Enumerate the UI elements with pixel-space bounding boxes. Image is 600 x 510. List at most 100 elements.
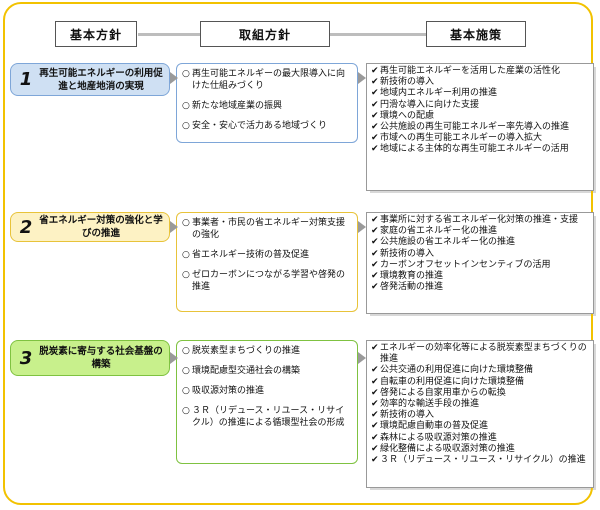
checkmark-icon: ✔ xyxy=(371,259,379,270)
approach-item: ○吸収源対策の推進 xyxy=(182,385,352,397)
measure-item: ✔事業所に対する省エネルギー化対策の推進・支援 xyxy=(371,215,589,226)
checkmark-icon: ✔ xyxy=(371,421,379,432)
checkmark-icon: ✔ xyxy=(371,215,379,225)
circle-bullet-icon: ○ xyxy=(182,346,190,356)
approach-box-2: ○事業者・市民の省エネルギー対策支援の強化 ○省エネルギー技術の普及促進 ○ゼロ… xyxy=(176,212,358,312)
measure-item: ✔円滑な導入に向けた支援 xyxy=(371,100,589,111)
measure-item: ✔エネルギーの効率化等による脱炭素型まちづくりの推進 xyxy=(371,343,589,365)
measure-item: ✔市域への再生可能エネルギーの導入拡大 xyxy=(371,133,589,144)
measure-item: ✔新技術の導入 xyxy=(371,249,589,260)
measure-item: ✔自転車の利用促進に向けた環境整備 xyxy=(371,377,589,388)
measure-text: 自転車の利用促進に向けた環境整備 xyxy=(380,376,525,387)
policy-title: 脱炭素に寄与する社会基盤の構築 xyxy=(39,346,163,370)
policy-number: 1 xyxy=(19,69,33,90)
arrow-right-icon xyxy=(170,72,178,84)
checkmark-icon: ✔ xyxy=(371,226,379,237)
approach-text: ３Ｒ（リデュース・リユース・リサイクル）の推進による循環型社会の形成 xyxy=(192,406,345,428)
checkmark-icon: ✔ xyxy=(371,110,379,121)
measure-text: 公共施設の省エネルギー化の推進 xyxy=(380,237,516,248)
checkmark-icon: ✔ xyxy=(371,122,379,133)
measure-item: ✔３Ｒ（リデュース・リユース・リサイクル）の推進 xyxy=(371,455,589,466)
measure-item: ✔公共施設の再生可能エネルギー率先導入の推進 xyxy=(371,122,589,133)
approach-item: ○新たな地域産業の振興 xyxy=(182,100,352,112)
header-approach-policy: 取組方針 xyxy=(200,21,330,47)
measure-text: 環境への配慮 xyxy=(380,110,435,121)
policy-title: 省エネルギー対策の強化と学びの推進 xyxy=(39,215,163,239)
measure-text: 効率的な輸送手段の推進 xyxy=(380,399,480,410)
checkmark-icon: ✔ xyxy=(371,133,379,144)
checkmark-icon: ✔ xyxy=(371,399,379,410)
checkmark-icon: ✔ xyxy=(371,443,379,454)
policy-box-1: 1 再生可能エネルギーの利用促進と地産地消の実現 xyxy=(10,63,170,96)
measure-item: ✔地域による主体的な再生可能エネルギーの活用 xyxy=(371,144,589,155)
arrow-right-icon xyxy=(358,72,366,84)
checkmark-icon: ✔ xyxy=(371,432,379,443)
approach-item: ○省エネルギー技術の普及促進 xyxy=(182,249,352,261)
measure-text: 新技術の導入 xyxy=(380,410,435,421)
approach-box-1: ○再生可能エネルギーの最大限導入に向けた仕組みづくり ○新たな地域産業の振興 ○… xyxy=(176,63,358,143)
arrow-right-icon xyxy=(358,352,366,364)
measure-text: 再生可能エネルギーを活用した産業の活性化 xyxy=(380,66,561,76)
approach-text: 環境配慮型交通社会の構築 xyxy=(192,366,301,376)
measure-text: ３Ｒ（リデュース・リユース・リサイクル）の推進 xyxy=(380,455,586,466)
header-basic-policy: 基本方針 xyxy=(55,21,137,47)
measure-text: 家庭の省エネルギー化の推進 xyxy=(380,226,498,237)
checkmark-icon: ✔ xyxy=(371,66,379,76)
measure-text: 市域への再生可能エネルギーの導入拡大 xyxy=(380,133,543,144)
checkmark-icon: ✔ xyxy=(371,376,379,387)
checkmark-icon: ✔ xyxy=(371,271,379,282)
measure-item: ✔啓発による自家用車からの転換 xyxy=(371,388,589,399)
approach-text: 再生可能エネルギーの最大限導入に向けた仕組みづくり xyxy=(192,69,346,91)
measure-text: 新技術の導入 xyxy=(380,248,435,259)
measure-item: ✔効率的な輸送手段の推進 xyxy=(371,399,589,410)
circle-bullet-icon: ○ xyxy=(182,101,190,111)
circle-bullet-icon: ○ xyxy=(182,406,190,416)
approach-item: ○事業者・市民の省エネルギー対策支援の強化 xyxy=(182,217,352,241)
header-connector xyxy=(330,33,426,36)
checkmark-icon: ✔ xyxy=(371,387,379,398)
policy-box-3: 3 脱炭素に寄与する社会基盤の構築 xyxy=(10,340,170,376)
checkmark-icon: ✔ xyxy=(371,410,379,421)
circle-bullet-icon: ○ xyxy=(182,386,190,396)
checkmark-icon: ✔ xyxy=(371,99,379,110)
measure-item: ✔森林による吸収源対策の推進 xyxy=(371,433,589,444)
circle-bullet-icon: ○ xyxy=(182,69,190,79)
measure-item: ✔環境教育の推進 xyxy=(371,271,589,282)
measure-item: ✔啓発活動の推進 xyxy=(371,282,589,293)
approach-item: ○脱炭素型まちづくりの推進 xyxy=(182,345,352,357)
approach-item: ○３Ｒ（リデュース・リユース・リサイクル）の推進による循環型社会の形成 xyxy=(182,405,352,429)
approach-box-3: ○脱炭素型まちづくりの推進 ○環境配慮型交通社会の構築 ○吸収源対策の推進 ○３… xyxy=(176,340,358,464)
measure-box-1: ✔再生可能エネルギーを活用した産業の活性化✔新技術の導入✔地域内エネルギー利用の… xyxy=(366,63,596,193)
approach-item: ○安全・安心で活力ある地域づくり xyxy=(182,120,352,132)
checkmark-icon: ✔ xyxy=(371,455,379,466)
measure-item: ✔再生可能エネルギーを活用した産業の活性化 xyxy=(371,66,589,77)
approach-text: 脱炭素型まちづくりの推進 xyxy=(192,346,301,356)
policy-number: 3 xyxy=(19,347,33,369)
circle-bullet-icon: ○ xyxy=(182,121,190,131)
header-connector xyxy=(138,33,200,36)
measure-text: カーボンオフセットインセンティブの活用 xyxy=(380,259,551,270)
measure-text: 公共交通の利用促進に向けた環境整備 xyxy=(380,365,534,376)
approach-text: ゼロカーボンにつながる学習や啓発の推進 xyxy=(192,270,346,292)
measure-text: 地域内エネルギー利用の推進 xyxy=(380,88,498,99)
approach-item: ○ゼロカーボンにつながる学習や啓発の推進 xyxy=(182,269,352,293)
approach-item: ○環境配慮型交通社会の構築 xyxy=(182,365,352,377)
approach-text: 新たな地域産業の振興 xyxy=(192,101,283,111)
measure-text: エネルギーの効率化等による脱炭素型まちづくりの推進 xyxy=(380,343,587,365)
measure-item: ✔新技術の導入 xyxy=(371,410,589,421)
policy-box-2: 2 省エネルギー対策の強化と学びの推進 xyxy=(10,212,170,242)
approach-text: 安全・安心で活力ある地域づくり xyxy=(192,121,328,131)
checkmark-icon: ✔ xyxy=(371,144,379,155)
checkmark-icon: ✔ xyxy=(371,343,379,353)
measure-item: ✔家庭の省エネルギー化の推進 xyxy=(371,226,589,237)
approach-item: ○再生可能エネルギーの最大限導入に向けた仕組みづくり xyxy=(182,68,352,92)
checkmark-icon: ✔ xyxy=(371,365,379,376)
measure-box-2: ✔事業所に対する省エネルギー化対策の推進・支援✔家庭の省エネルギー化の推進✔公共… xyxy=(366,212,596,316)
measure-text: 環境教育の推進 xyxy=(380,271,444,282)
policy-number: 2 xyxy=(19,216,33,238)
circle-bullet-icon: ○ xyxy=(182,270,190,280)
measure-item: ✔環境への配慮 xyxy=(371,111,589,122)
approach-text: 吸収源対策の推進 xyxy=(192,386,265,396)
circle-bullet-icon: ○ xyxy=(182,366,190,376)
measure-text: 森林による吸収源対策の推進 xyxy=(380,432,497,443)
